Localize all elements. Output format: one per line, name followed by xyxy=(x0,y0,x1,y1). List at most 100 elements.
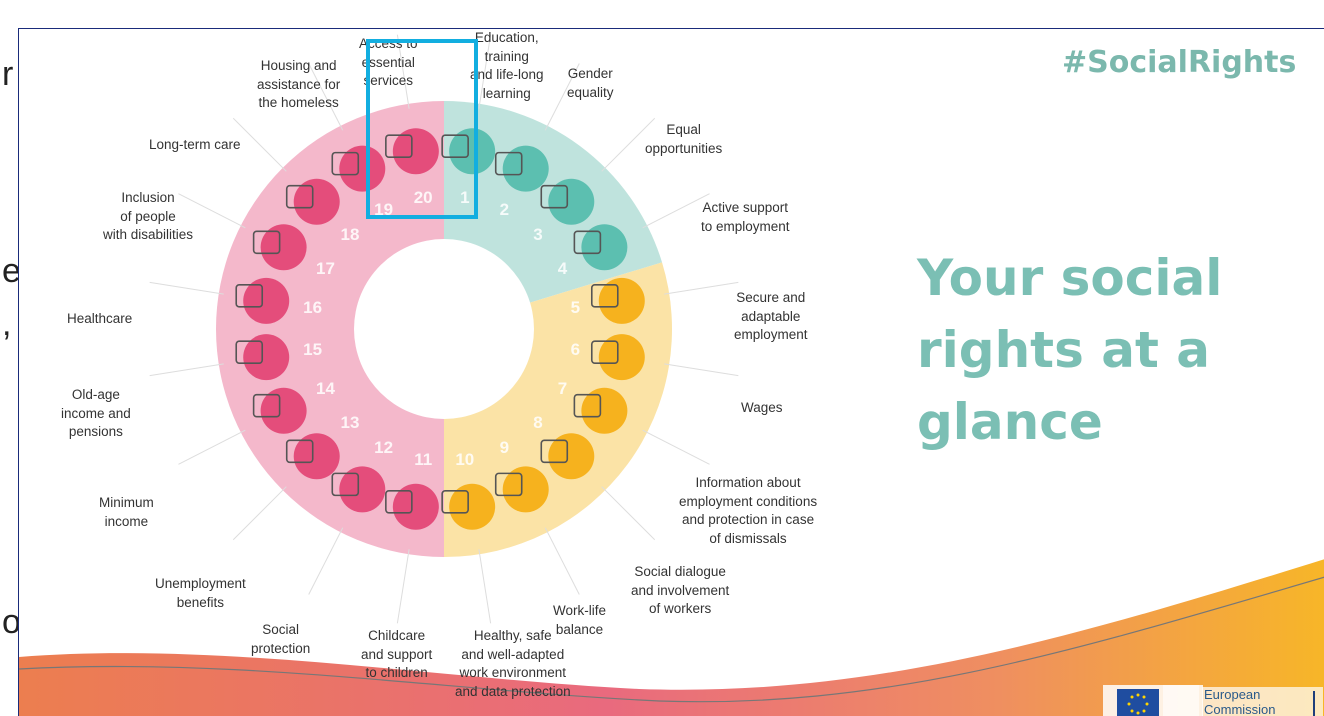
principle-dot-18 xyxy=(293,178,340,225)
principle-dot-14 xyxy=(260,387,307,434)
ray-10 xyxy=(478,549,492,624)
ray-9 xyxy=(544,527,580,595)
principle-icon-12 xyxy=(331,472,360,497)
principle-number-1: 1 xyxy=(460,187,470,207)
principle-icon-9 xyxy=(494,472,523,497)
principle-label-line: of dismissals xyxy=(709,530,787,546)
principle-label-line: balance xyxy=(555,621,604,637)
principle-label-line: Wages xyxy=(741,400,783,415)
principle-label-line: Old-age xyxy=(71,387,120,402)
principle-label-line: learning xyxy=(482,85,531,101)
stray-text-1: r xyxy=(2,55,14,93)
principle-label-line: and data protection xyxy=(455,683,571,699)
ray-4 xyxy=(642,193,710,229)
principle-icon-7 xyxy=(573,393,602,418)
principle-label-line: benefits xyxy=(176,594,225,610)
principle-dot-16 xyxy=(243,277,290,324)
stray-text-3: , xyxy=(2,305,12,343)
principle-label-line: Work-life xyxy=(553,603,607,618)
principle-dot-17 xyxy=(260,224,307,271)
principle-dot-8 xyxy=(548,433,595,480)
principle-icon-8 xyxy=(540,439,569,464)
ray-2 xyxy=(544,63,580,131)
ec-logo-line-2: Commission xyxy=(1204,702,1276,716)
ray-16 xyxy=(149,281,224,295)
principle-icon-1 xyxy=(441,134,469,159)
principle-label-18: Long-term care xyxy=(149,136,241,155)
ray-20 xyxy=(396,34,410,109)
principle-label-line: pensions xyxy=(68,424,123,439)
principle-dot-12 xyxy=(339,466,386,513)
principle-dot-1 xyxy=(449,128,496,175)
principle-icon-17 xyxy=(252,230,281,255)
principle-label-line: adaptable xyxy=(741,308,801,324)
principle-label-line: Housing and xyxy=(260,58,337,73)
principle-number-3: 3 xyxy=(533,224,543,244)
principle-dots xyxy=(235,128,645,530)
ray-12 xyxy=(308,527,344,595)
principle-label-9: Work-life balance xyxy=(553,602,606,639)
principle-label-6: Wages xyxy=(741,399,783,418)
principle-label-line: assistance for xyxy=(257,76,341,92)
principle-label-4: Active support to employment xyxy=(701,199,790,236)
principle-icon-11 xyxy=(385,489,413,514)
principle-label-line: Minimum xyxy=(99,495,154,510)
principle-label-line: Education, xyxy=(474,30,539,45)
principle-icon-2 xyxy=(494,151,523,176)
principle-label-line: Childcare xyxy=(368,628,426,643)
principle-dot-9 xyxy=(502,466,549,513)
principle-label-line: Healthy, safe xyxy=(473,628,552,643)
principle-label-line: and support xyxy=(361,646,433,662)
headline: Your social rights at a glance xyxy=(917,242,1277,458)
principle-label-line: and protection in case xyxy=(681,512,815,527)
principle-label-line: to children xyxy=(365,665,428,680)
ray-3 xyxy=(601,117,656,172)
principle-number-2: 2 xyxy=(499,200,510,220)
principle-number-14: 14 xyxy=(316,379,335,399)
principle-number-12: 12 xyxy=(374,437,394,457)
wheel-center xyxy=(354,239,534,419)
principle-label-line: essential xyxy=(361,54,415,70)
ray-18 xyxy=(232,117,287,172)
principle-label-line: Long-term care xyxy=(149,137,241,152)
principle-label-line: Social dialogue xyxy=(634,564,726,579)
principle-label-line: to employment xyxy=(701,218,790,234)
principle-label-line: income xyxy=(104,513,149,529)
principle-label-line: and life-long xyxy=(470,67,544,82)
headline-line-2: rights at a xyxy=(917,321,1211,379)
principle-label-line: employment xyxy=(734,327,808,342)
eu-stars-icon xyxy=(1127,693,1149,715)
ray-13 xyxy=(232,486,287,541)
principle-number-18: 18 xyxy=(340,224,360,244)
principle-dot-10 xyxy=(449,483,496,530)
principle-icon-3 xyxy=(540,184,569,209)
principle-label-11: Childcare and support to children xyxy=(361,627,432,683)
principle-label-line: and well-adapted xyxy=(461,646,565,662)
principle-label-line: protection xyxy=(251,640,311,656)
headline-line-1: Your social xyxy=(917,249,1223,307)
principle-label-line: Gender xyxy=(567,66,613,81)
ec-logo-text: European Commission xyxy=(1204,687,1276,716)
principle-label-line: Information about xyxy=(695,475,801,490)
principle-dot-13 xyxy=(293,433,340,480)
principle-label-line: Active support xyxy=(702,200,789,215)
principle-number-19: 19 xyxy=(374,200,394,220)
social-rights-wheel xyxy=(19,34,1324,716)
principle-label-5: Secure and adaptable employment xyxy=(734,289,808,345)
principle-dot-20 xyxy=(392,128,439,175)
principle-dot-4 xyxy=(581,224,628,271)
ray-17 xyxy=(178,193,246,229)
principle-label-line: Secure and xyxy=(736,290,806,305)
principle-number-13: 13 xyxy=(340,413,360,433)
hashtag: #SocialRights xyxy=(1062,45,1297,80)
principle-icon-4 xyxy=(573,230,602,255)
principle-label-line: opportunities xyxy=(645,140,723,156)
